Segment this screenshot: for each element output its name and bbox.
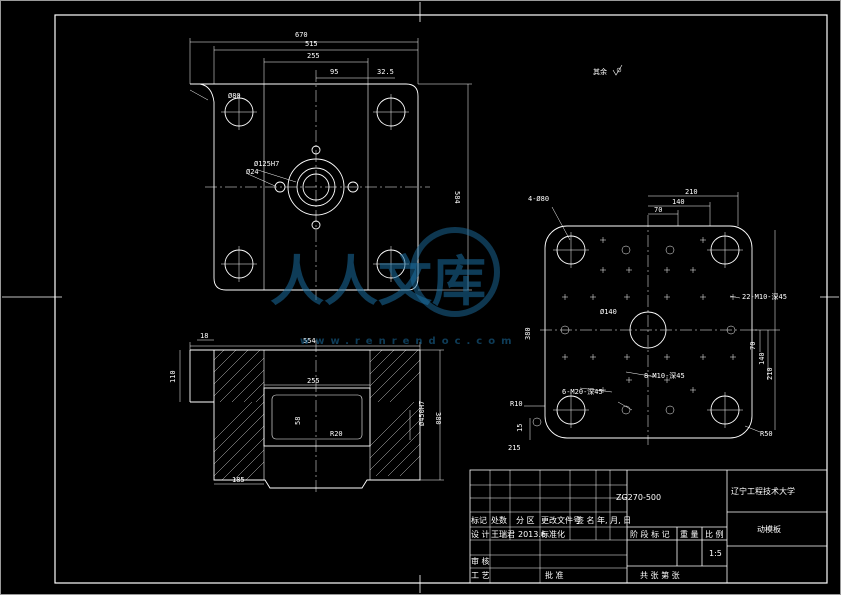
screw-hole-marks <box>562 237 736 393</box>
rv-dim-140-v: 140 <box>758 352 766 365</box>
top-view <box>189 38 472 300</box>
sec-dim-255: 255 <box>307 377 320 385</box>
tb-h-doc: 更改文件号 <box>541 515 581 525</box>
sec-dim-450: Ø450H7 <box>418 401 426 426</box>
rv-dim-r50: R50 <box>760 430 773 438</box>
rv-note-m10-8: 8-M10-深45 <box>644 371 685 380</box>
tb-h-count: 处数 <box>491 515 507 525</box>
tb-university: 辽宁工程技术大学 <box>731 486 795 496</box>
rv-note-m10-22: 22-M10-深45 <box>742 292 787 301</box>
rv-dim-140: 140 <box>672 198 685 206</box>
top-plate-outline <box>190 83 419 291</box>
sec-dim-110: 110 <box>169 370 177 383</box>
dim-phi-125: Ø125H7 <box>254 160 279 168</box>
dim-95: 95 <box>330 68 338 76</box>
rv-note-4-phi-80: 4-Ø80 <box>528 195 549 203</box>
rv-dim-210: 210 <box>685 188 698 196</box>
sec-dim-18: 18 <box>200 332 208 340</box>
tb-h-date: 年, 月, 日 <box>597 515 631 525</box>
tb-sheets-label: 共 张 第 张 <box>640 570 680 580</box>
section-hatch <box>213 349 421 481</box>
rv-dim-215: 215 <box>508 444 521 452</box>
inner-frame <box>54 14 828 584</box>
tb-h-mark: 标记 <box>471 515 487 525</box>
dim-255: 255 <box>307 52 320 60</box>
title-block <box>469 469 828 584</box>
rv-dim-70-v: 70 <box>749 342 757 350</box>
tb-design-label: 设 计 <box>471 529 490 539</box>
rv-dim-380: 380 <box>524 327 532 340</box>
rv-dim-210-v: 210 <box>766 367 774 380</box>
rv-dim-70: 70 <box>654 206 662 214</box>
rv-dim-15: 15 <box>516 424 524 432</box>
sec-dim-554: 554 <box>303 337 316 345</box>
roughness-symbol: 其余 <box>593 64 623 76</box>
tb-model: ZG270-500 <box>616 493 661 502</box>
rv-note-m20-6: 6-M20-深45 <box>562 387 603 396</box>
tb-process-label: 工 艺 <box>471 571 490 580</box>
watermark: 人人文库 www.renrendoc.com <box>270 227 518 347</box>
sec-dim-380: 380 <box>434 412 442 425</box>
tb-stage-label: 阶 段 标 记 <box>630 529 670 539</box>
tb-h-sign: 签 名 <box>576 515 595 525</box>
sec-dim-58: 58 <box>294 417 302 425</box>
tb-review-label: 审 核 <box>471 556 490 566</box>
tb-part-name: 动模板 <box>757 524 781 534</box>
tb-h-zone: 分 区 <box>516 516 535 525</box>
tb-approve-label: 批 准 <box>545 570 564 580</box>
dim-phi-24: Ø24 <box>246 168 259 176</box>
tb-weight-label: 重 量 <box>680 529 699 539</box>
rv-dim-phi-140: Ø140 <box>600 308 617 316</box>
dim-584: 584 <box>453 191 461 204</box>
sec-dim-185: 185 <box>232 476 245 484</box>
tb-scale: 1:5 <box>709 549 722 558</box>
dim-phi-80: Ø80 <box>228 92 241 100</box>
section-view <box>179 339 444 492</box>
dim-32-5: 32.5 <box>377 68 394 76</box>
sec-dim-r20: R20 <box>330 430 343 438</box>
dim-670: 670 <box>295 31 308 39</box>
watermark-logo-text: 人人文库 <box>270 250 486 313</box>
svg-text:其余: 其余 <box>593 67 607 76</box>
rv-dim-r10: R10 <box>510 400 523 408</box>
tb-designer: 王瑞君 <box>491 529 515 539</box>
dim-515: 515 <box>305 40 318 48</box>
tb-std-label: 标准化 <box>541 529 565 539</box>
tb-scale-label: 比 例 <box>705 529 724 539</box>
watermark-url: www.renrendoc.com <box>300 336 518 347</box>
right-view <box>524 192 780 445</box>
tb-design-date: 2013.6 <box>518 530 546 539</box>
